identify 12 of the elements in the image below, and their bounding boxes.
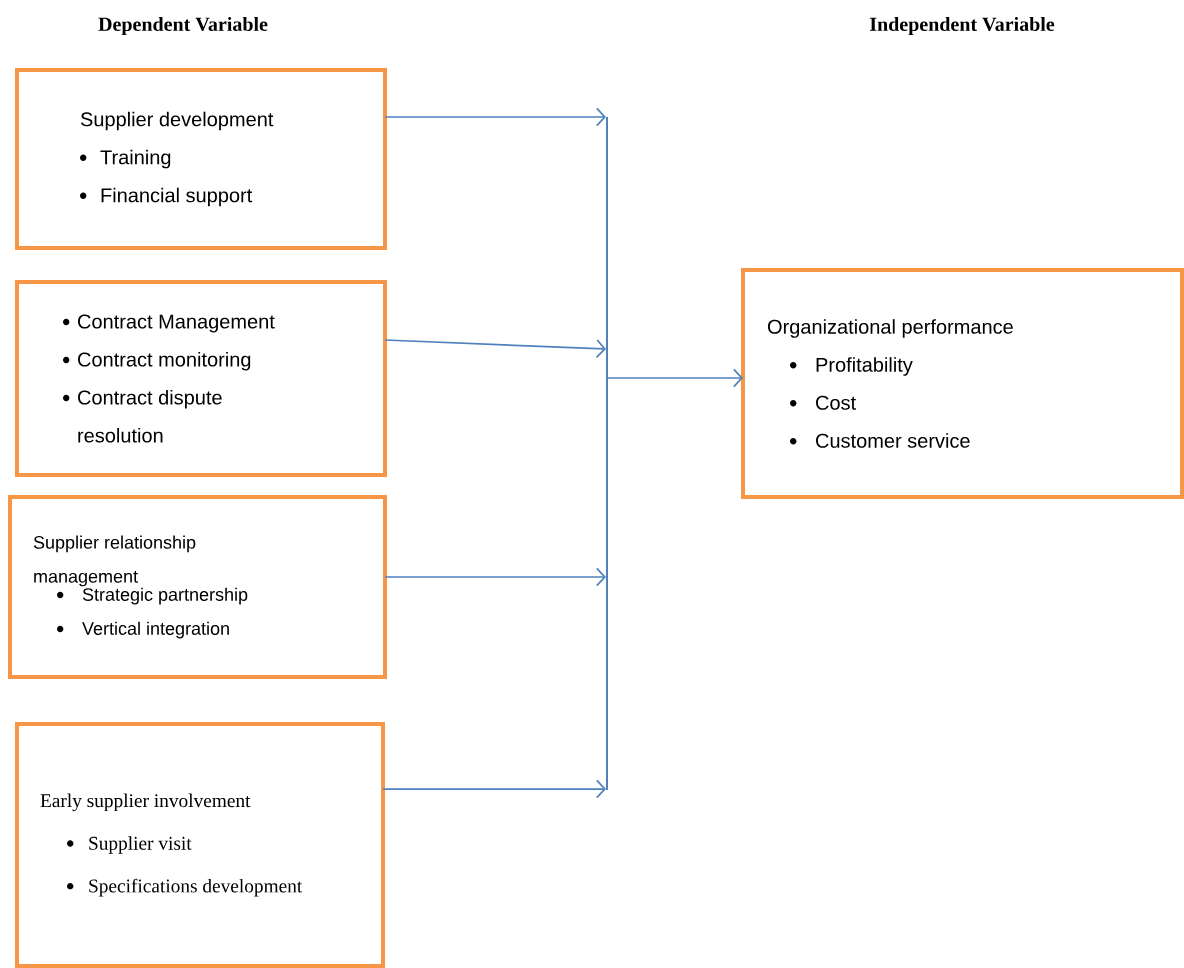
text-box: Contract Management Contract monitoring Contract dispute resolution <box>15 280 387 477</box>
text-box: Organizational performance Profitability Cost Customer service <box>741 268 1184 499</box>
text-box: Supplier development Training Financial support <box>15 68 387 250</box>
text-box: Supplier relationship management Strategic partnership Vertical integration <box>8 495 387 679</box>
arrow <box>382 779 606 799</box>
arrow <box>384 107 606 127</box>
arrow <box>384 567 606 587</box>
text-box: Early supplier involvement Supplier visit Specifications development <box>15 722 385 968</box>
column-heading: Independent Variable <box>870 16 1055 36</box>
arrow <box>607 368 743 388</box>
column-heading: Dependent Variable <box>98 16 268 36</box>
arrow <box>384 339 606 359</box>
